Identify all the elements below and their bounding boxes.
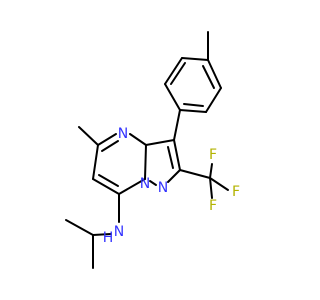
- bond-cf3-f-right: [209, 177, 229, 191]
- bond-cf3-f-top: [209, 163, 213, 179]
- bond-aryl-5-6: [205, 87, 222, 113]
- atom-n-pyrazole: N: [158, 180, 168, 196]
- bond-aryl-6-1-inner: [183, 103, 204, 107]
- atom-h-amine: H: [103, 230, 114, 246]
- bond-c6-c5: [92, 144, 99, 180]
- bond-c3-aryl: [173, 109, 181, 141]
- atom-n-amine: N: [114, 224, 124, 240]
- bond-c3-c2-double: [167, 146, 174, 169]
- bond-aryl-6-1: [179, 109, 207, 113]
- bond-c5-n4: [97, 133, 117, 146]
- bond-aryl-2-3: [164, 57, 183, 85]
- bond-methyl-pyrimidine: [78, 126, 99, 146]
- atom-n-ring-top: N: [118, 126, 128, 142]
- bond-c3-c2: [173, 139, 181, 171]
- atom-n-bridge: N: [140, 176, 150, 192]
- bond-ch-ch3-left: [65, 219, 94, 236]
- bond-n8-c7: [118, 178, 146, 195]
- bond-c2-n1: [167, 169, 181, 183]
- bond-aryl-4-5-inner: [202, 65, 215, 89]
- bond-c3a-c3: [145, 139, 175, 146]
- atom-f-bottom: F: [209, 198, 217, 214]
- bond-aryl-4-5: [207, 59, 222, 89]
- atom-label-layer: N N N N H F F F: [103, 126, 240, 246]
- molecule-structure: N N N N H F F F: [65, 31, 240, 269]
- bond-aryl-2-3-inner: [170, 62, 186, 85]
- bond-n1-n8: [149, 180, 157, 186]
- bond-c7-c6: [92, 178, 120, 195]
- bond-layer: [65, 31, 229, 269]
- bond-aryl-3-4: [181, 57, 209, 61]
- bond-namine-ch: [92, 233, 112, 236]
- bond-c5-n4-double: [101, 140, 119, 152]
- bond-n4-c3a: [129, 133, 147, 146]
- atom-f-top: F: [209, 147, 217, 163]
- bond-c7-c6-double: [98, 174, 119, 187]
- bond-aryl-1-2: [164, 83, 181, 111]
- atom-f-right: F: [232, 184, 240, 200]
- bond-cf3-f-bottom: [209, 177, 213, 199]
- bond-c2-cf3: [179, 169, 211, 179]
- bond-c3a-n8: [144, 144, 147, 180]
